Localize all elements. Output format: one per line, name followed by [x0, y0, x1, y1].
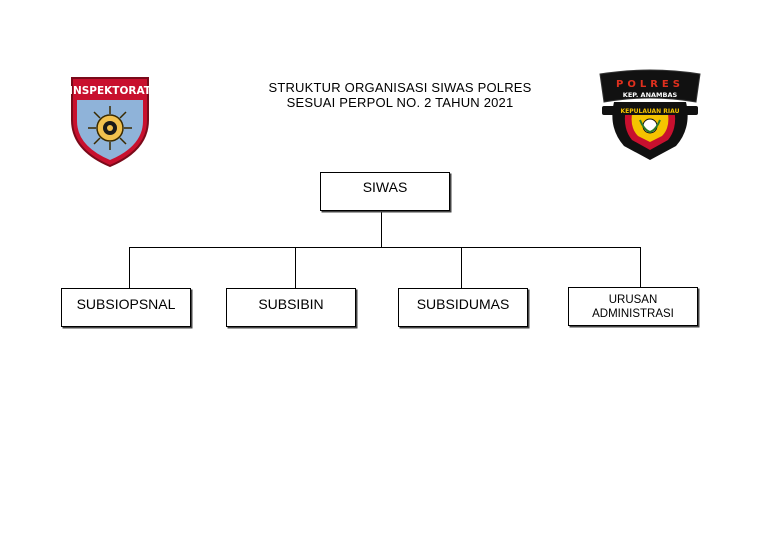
org-node-subsidumas: SUBSIDUMAS [398, 288, 528, 327]
connector-child-4 [640, 247, 642, 287]
org-node-label: SIWAS [362, 178, 408, 195]
connector-child-1 [129, 247, 131, 288]
polres-region-label: KEP. ANAMBAS [623, 91, 678, 99]
connector-child-2 [295, 247, 297, 288]
org-node-label-line-2: ADMINISTRASI [592, 307, 674, 320]
page-title: STRUKTUR ORGANISASI SIWAS POLRES SESUAI … [250, 80, 550, 110]
org-node-label-line-1: URUSAN [608, 293, 658, 306]
title-line-2: SESUAI PERPOL NO. 2 TAHUN 2021 [286, 95, 514, 110]
org-node-label: SUBSIBIN [258, 295, 324, 312]
polres-label: POLRES [616, 79, 684, 90]
polres-province-label: KEPULAUAN RIAU [621, 108, 680, 115]
inspektorat-label: INSPEKTORAT [69, 85, 152, 97]
org-node-siwas: SIWAS [320, 172, 450, 211]
org-node-subsibin: SUBSIBIN [226, 288, 356, 327]
org-node-label: SUBSIDUMAS [416, 295, 510, 312]
title-line-1: STRUKTUR ORGANISASI SIWAS POLRES [268, 80, 532, 95]
connector-child-3 [461, 247, 463, 288]
inspektorat-badge-icon: INSPEKTORAT [66, 70, 154, 168]
polres-badge-icon: POLRES KEP. ANAMBAS KEPULAUAN RIAU [596, 68, 704, 162]
org-node-label: SUBSIOPSNAL [76, 295, 176, 312]
connector-root-down [381, 211, 383, 247]
connector-horizontal [129, 247, 641, 249]
org-node-urusan-administrasi: URUSAN ADMINISTRASI [568, 287, 698, 326]
org-node-subsiopsnal: SUBSIOPSNAL [61, 288, 191, 327]
